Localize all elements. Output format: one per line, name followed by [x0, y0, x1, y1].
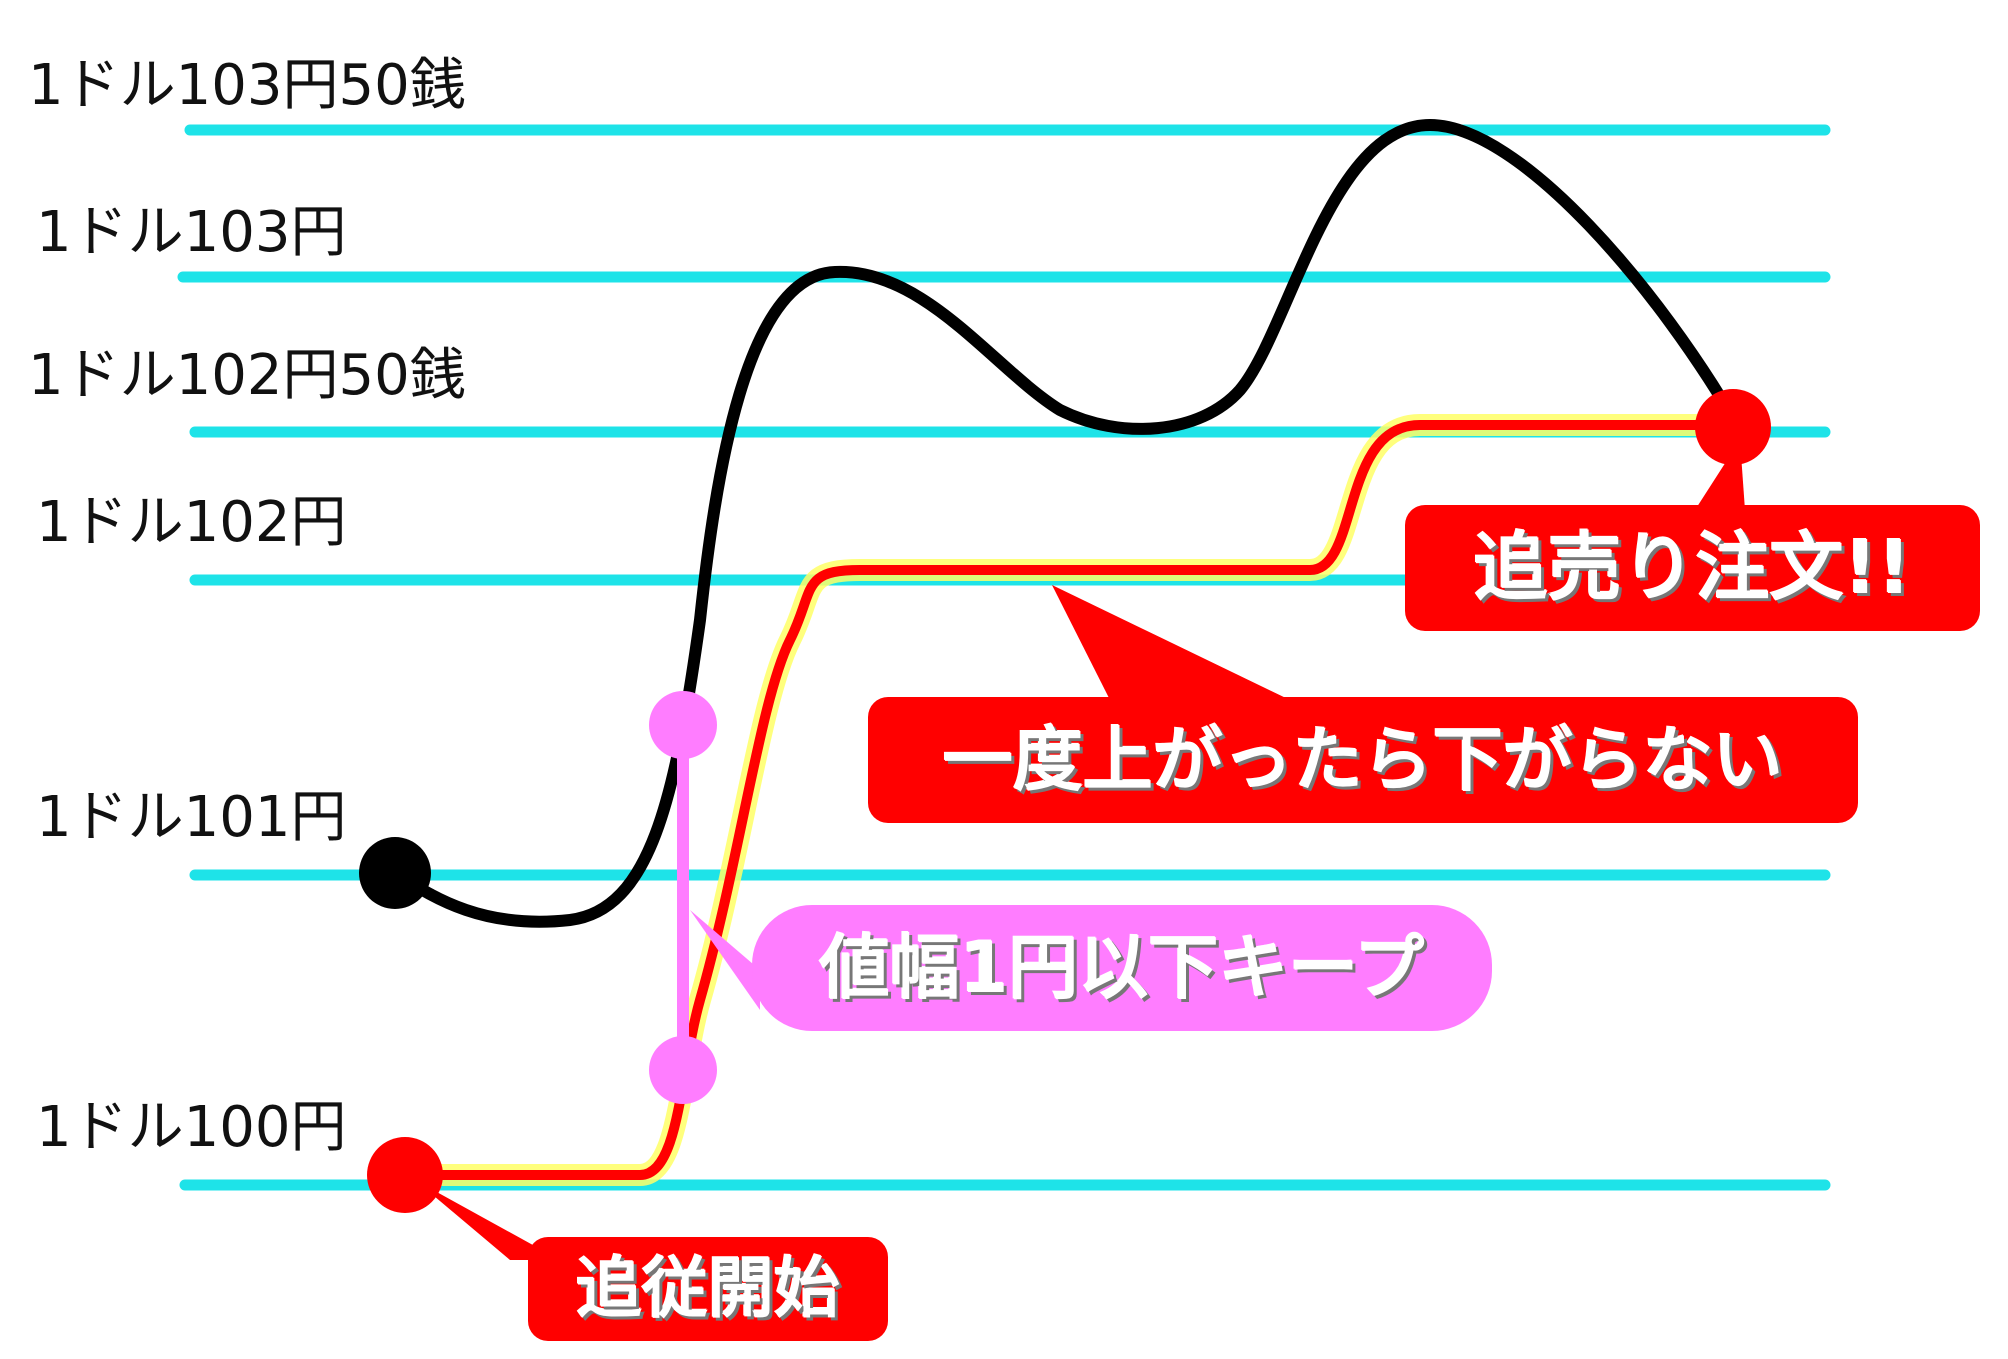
range-keep-top-marker: [649, 691, 717, 759]
never-down-text: 一度上がったら下がらない: [943, 719, 1783, 801]
range-keep-callout: 値幅1円以下キープ: [752, 905, 1492, 1031]
never-down-pointer: [1052, 585, 1290, 700]
level-label-103-50: 1ドル103円50銭: [28, 53, 466, 118]
follow-start-callout: 追従開始: [528, 1237, 888, 1341]
follow-start-text: 追従開始: [576, 1250, 840, 1327]
range-keep-bottom-marker: [649, 1036, 717, 1104]
never-down-callout: 一度上がったら下がらない: [868, 697, 1858, 823]
level-label-102-50: 1ドル102円50銭: [28, 343, 466, 408]
add-sell-text: 追売り注文!!: [1473, 525, 1912, 611]
level-label-100: 1ドル100円: [36, 1095, 347, 1160]
level-label-103: 1ドル103円: [36, 200, 347, 265]
level-label-102: 1ドル102円: [36, 490, 347, 555]
price-line: [389, 118, 1746, 928]
add-sell-marker: [1695, 389, 1771, 465]
range-keep-text: 値幅1円以下キープ: [819, 927, 1425, 1009]
range-keep-pointer: [690, 910, 760, 1010]
follow-start-pointer: [415, 1180, 560, 1260]
add-sell-callout: 追売り注文!!: [1405, 505, 1980, 631]
follow-start-marker: [367, 1137, 443, 1213]
level-label-101: 1ドル101円: [36, 785, 347, 850]
price-start-marker: [359, 837, 431, 909]
